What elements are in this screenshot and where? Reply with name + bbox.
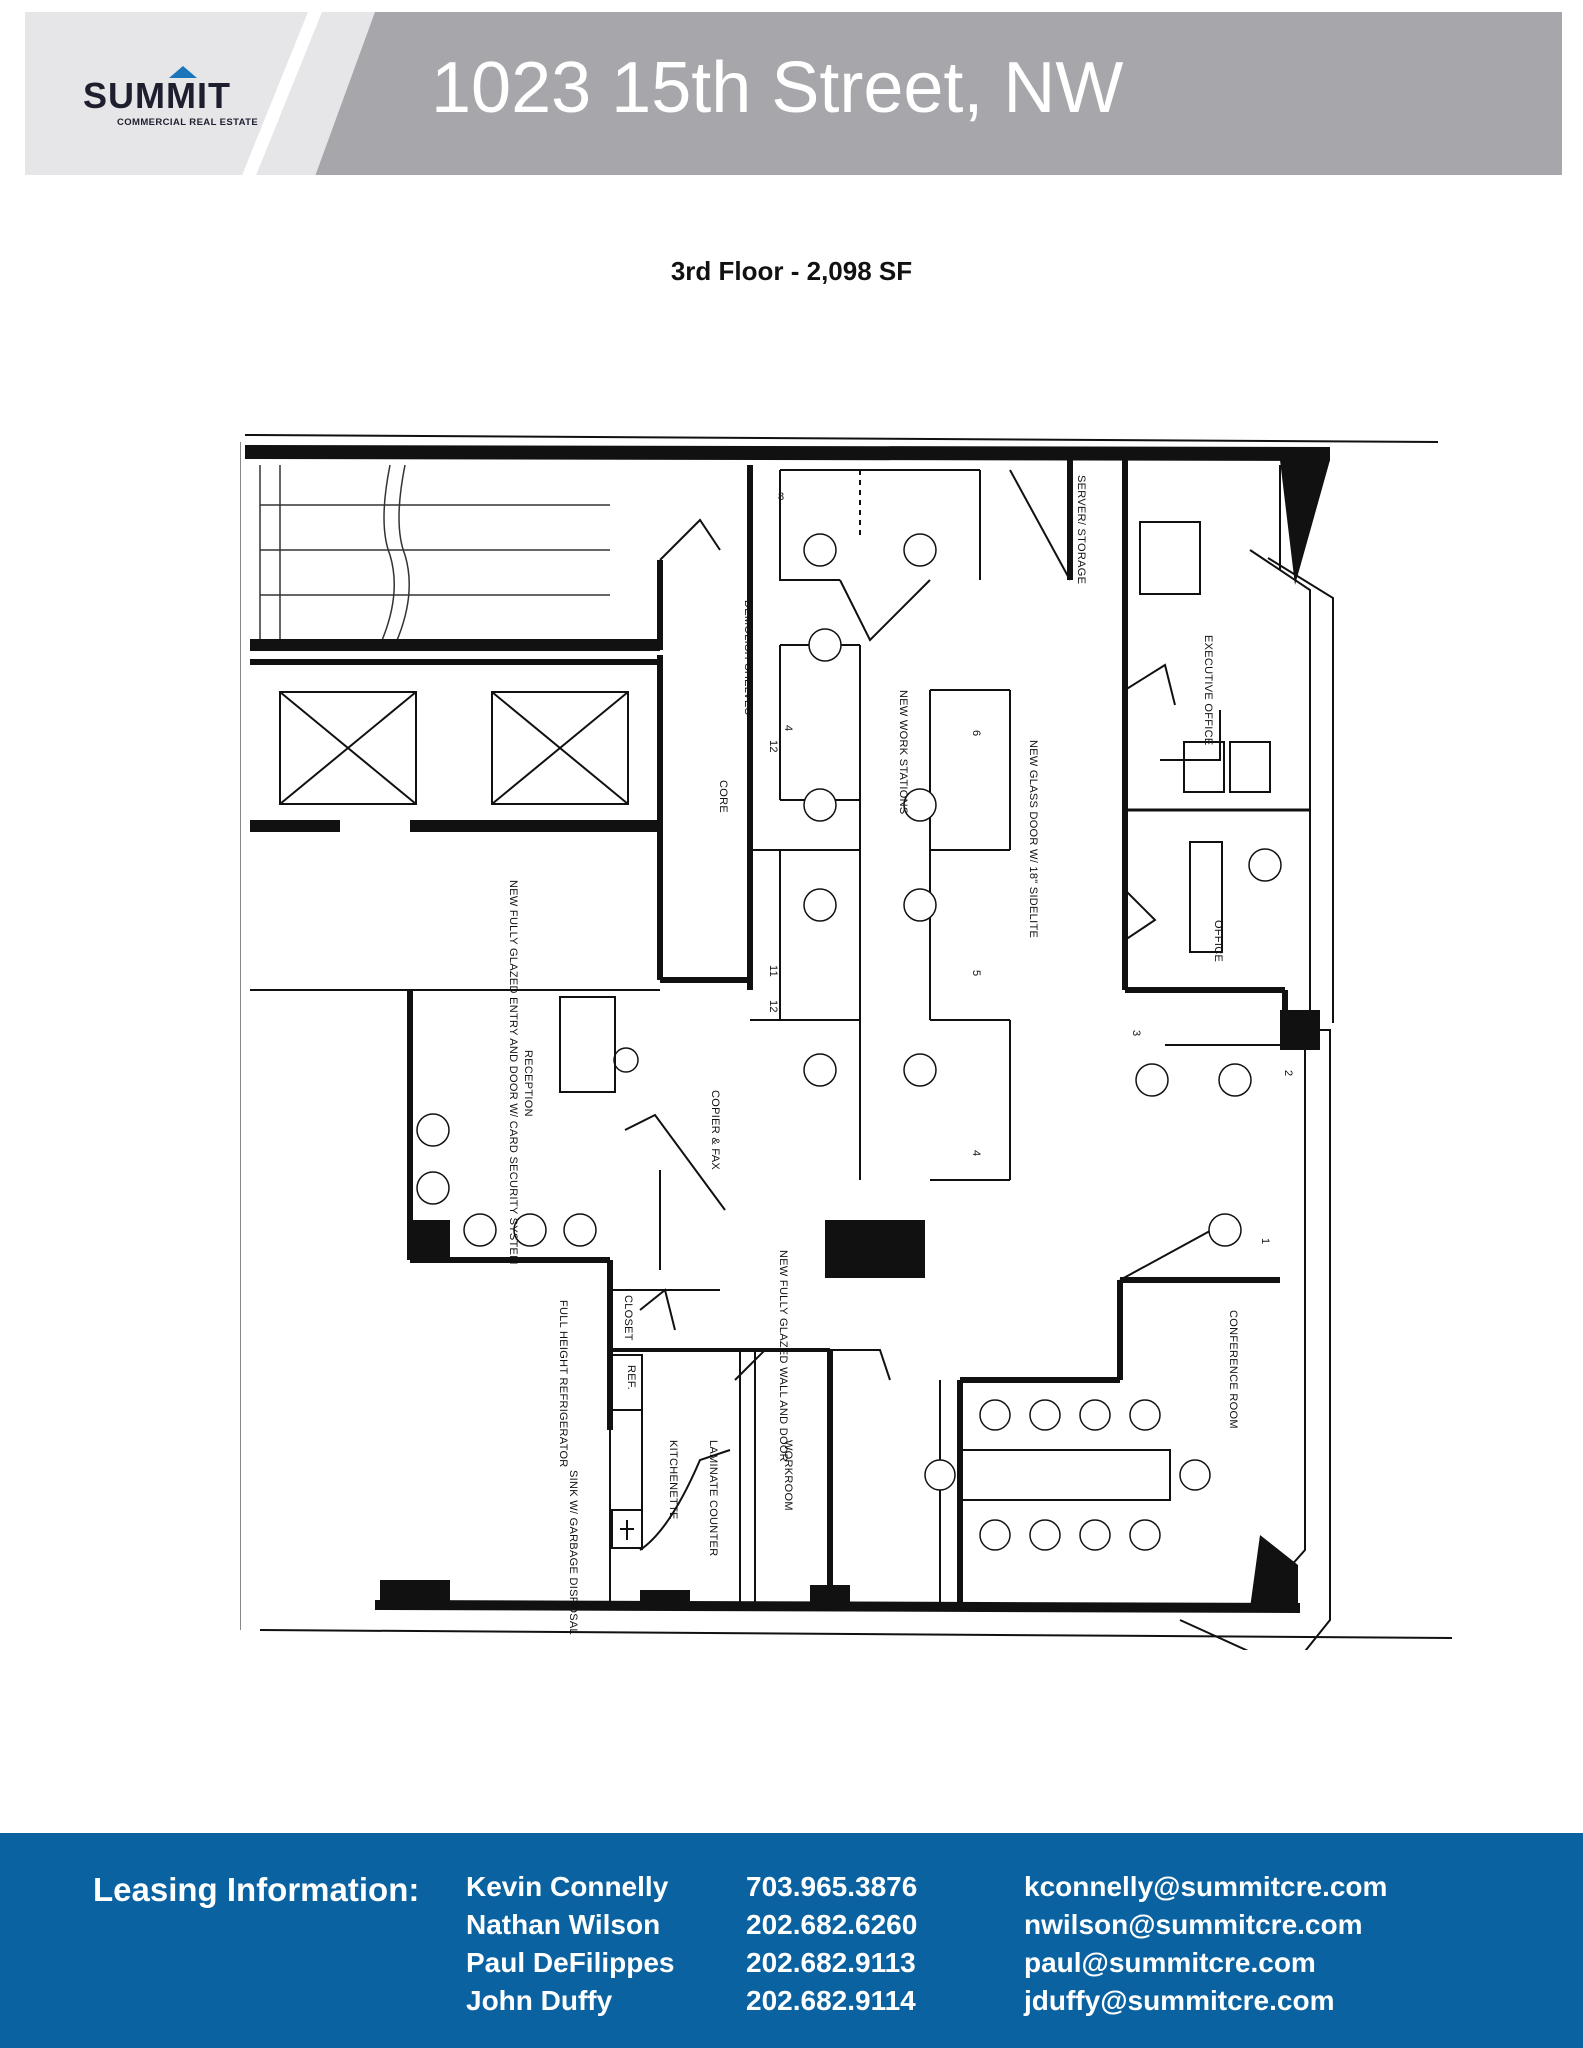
station-number: 1 bbox=[1259, 1238, 1271, 1244]
page-title: 1023 15th Street, NW bbox=[431, 48, 1124, 128]
label-glazed-wall: NEW FULLY GLAZED WALL AND DOOR bbox=[777, 1250, 789, 1462]
stair-area bbox=[259, 464, 610, 646]
station-number: 3 bbox=[1130, 1030, 1142, 1036]
logo-wordmark: SUMMIT bbox=[83, 75, 231, 116]
label-reception: RECEPTION bbox=[522, 1050, 534, 1117]
contact-email[interactable]: nwilson@summitcre.com bbox=[1024, 1909, 1363, 1940]
contact-name: John Duffy bbox=[466, 1985, 613, 2016]
station-number: 12 bbox=[767, 1000, 779, 1013]
label-workstations: NEW WORK STATIONS bbox=[897, 690, 909, 814]
contact-phone[interactable]: 202.682.9114 bbox=[746, 1985, 916, 2016]
contact-list: Kevin Connelly 703.965.3876 kconnelly@su… bbox=[466, 1871, 1546, 2023]
station-numbers: 8 12 4 6 11 12 5 4 3 2 1 bbox=[767, 491, 1294, 1244]
mountain-peak-icon bbox=[169, 66, 197, 78]
contact-name: Paul DeFilippes bbox=[466, 1947, 675, 1978]
contact-row: Nathan Wilson 202.682.6260 nwilson@summi… bbox=[466, 1909, 1546, 1947]
label-new-entry: NEW FULLY GLAZED ENTRY AND DOOR W/ CARD … bbox=[507, 880, 519, 1265]
station-number: 2 bbox=[1282, 1070, 1294, 1076]
label-workroom: WORKROOM bbox=[782, 1440, 794, 1511]
contact-name: Nathan Wilson bbox=[466, 1909, 661, 1940]
floor-plan: DEMOLISH SHELVES CORE NEW FULLY GLAZED E… bbox=[240, 430, 1460, 1650]
label-server-storage: SERVER/ STORAGE bbox=[1075, 475, 1087, 584]
contact-row: John Duffy 202.682.9114 jduffy@summitcre… bbox=[466, 1985, 1546, 2023]
workstation-block bbox=[750, 469, 1011, 1181]
label-laminate-counter: LAMINATE COUNTER bbox=[707, 1440, 719, 1556]
chairs bbox=[416, 533, 1282, 1551]
leasing-footer: Leasing Information: Kevin Connelly 703.… bbox=[0, 1833, 1583, 2048]
floor-plan-drawing: DEMOLISH SHELVES CORE NEW FULLY GLAZED E… bbox=[240, 434, 1453, 1650]
label-executive-office: EXECUTIVE OFFICE bbox=[1202, 635, 1214, 746]
station-number: 11 bbox=[767, 965, 779, 977]
station-number: 12 bbox=[767, 740, 779, 753]
label-conference-room: CONFERENCE ROOM bbox=[1227, 1310, 1239, 1429]
label-core: CORE bbox=[717, 780, 729, 813]
station-number: 8 bbox=[778, 491, 784, 503]
label-refrigerator: FULL HEIGHT REFRIGERATOR bbox=[557, 1300, 569, 1468]
station-number: 5 bbox=[970, 970, 982, 976]
elevator-shafts bbox=[250, 659, 660, 832]
floor-subtitle: 3rd Floor - 2,098 SF bbox=[670, 256, 913, 286]
label-glass-door: NEW GLASS DOOR W/ 18" SIDELITE bbox=[1027, 740, 1039, 938]
plan-labels: DEMOLISH SHELVES CORE NEW FULLY GLAZED E… bbox=[507, 475, 1239, 1635]
contact-name: Kevin Connelly bbox=[466, 1871, 669, 1902]
label-copier-fax: COPIER & FAX bbox=[709, 1090, 721, 1170]
label-closet: CLOSET bbox=[622, 1295, 634, 1341]
station-number: 4 bbox=[782, 725, 794, 731]
contact-email[interactable]: paul@summitcre.com bbox=[1024, 1947, 1316, 1978]
leasing-title: Leasing Information: bbox=[93, 1871, 420, 1908]
logo-tagline: COMMERCIAL REAL ESTATE bbox=[117, 117, 259, 128]
contact-row: Paul DeFilippes 202.682.9113 paul@summit… bbox=[466, 1947, 1546, 1985]
label-ref: REF. bbox=[625, 1365, 637, 1390]
station-number: 4 bbox=[970, 1150, 982, 1156]
station-number: 6 bbox=[970, 730, 982, 736]
contact-row: Kevin Connelly 703.965.3876 kconnelly@su… bbox=[466, 1871, 1546, 1909]
label-kitchenette: KITCHENETTE bbox=[667, 1440, 679, 1520]
contact-phone[interactable]: 703.965.3876 bbox=[746, 1871, 918, 1902]
contact-phone[interactable]: 202.682.9113 bbox=[746, 1947, 916, 1978]
label-sink: SINK W/ GARBAGE DISPOSAL bbox=[567, 1470, 579, 1635]
center-column bbox=[825, 1220, 925, 1278]
contact-email[interactable]: kconnelly@summitcre.com bbox=[1024, 1871, 1388, 1902]
contact-email[interactable]: jduffy@summitcre.com bbox=[1024, 1985, 1335, 2016]
conference-table bbox=[959, 1449, 1171, 1501]
logo-panel bbox=[25, 12, 375, 175]
contact-phone[interactable]: 202.682.6260 bbox=[746, 1909, 918, 1940]
label-office: OFFICE bbox=[1212, 920, 1224, 962]
header-band: SUMMIT COMMERCIAL REAL ESTATE 1023 15th … bbox=[25, 12, 1562, 175]
label-demolish-shelves: DEMOLISH SHELVES bbox=[742, 600, 754, 715]
summit-logo[interactable]: SUMMIT COMMERCIAL REAL ESTATE bbox=[83, 54, 283, 134]
curtain-wall bbox=[1119, 549, 1334, 1650]
